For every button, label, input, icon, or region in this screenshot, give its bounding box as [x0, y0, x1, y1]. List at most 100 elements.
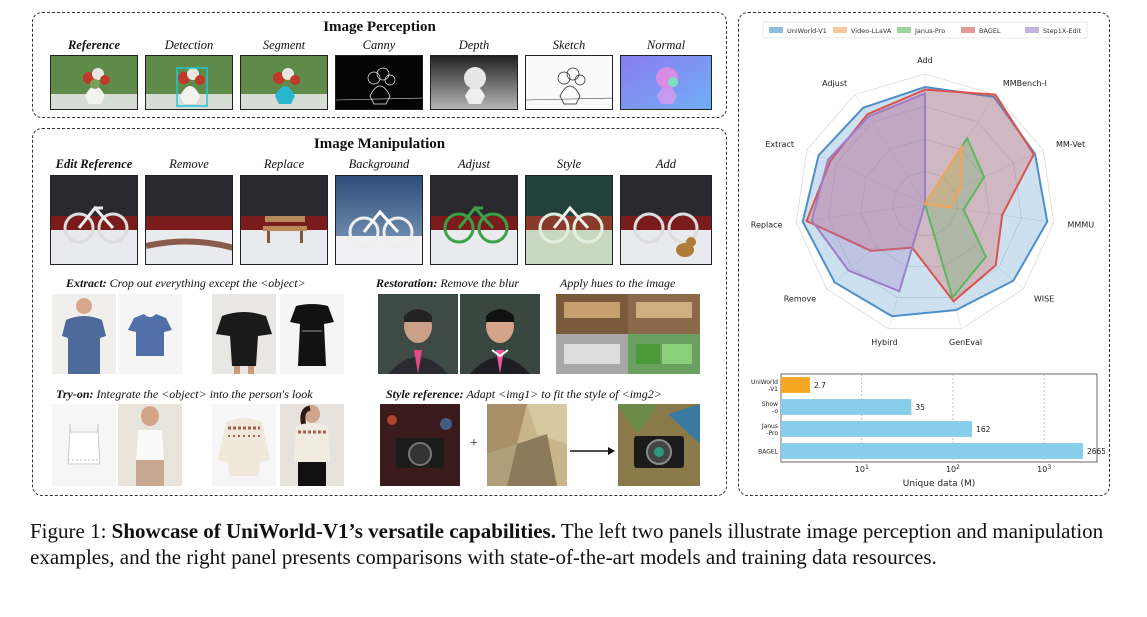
manip-label-adjust: Adjust — [458, 157, 490, 171]
bar-value-label: 2.7 — [814, 381, 826, 390]
restoration-caption-bold: Restoration: — [376, 276, 438, 290]
perception-segment-image — [240, 55, 328, 110]
perception-detection-image — [145, 55, 233, 110]
radar-axis-label: Hybird — [871, 338, 897, 347]
style-cubist-image — [487, 404, 567, 486]
bar-value-label: 2665 — [1087, 447, 1105, 456]
extract-dress-image — [280, 294, 344, 374]
bar-category-label: Show-o — [762, 401, 779, 415]
radar-legend-label: BAGEL — [979, 27, 1001, 35]
bar-value-label: 162 — [976, 425, 991, 434]
radar-legend-label: Step1X-Edit — [1043, 27, 1081, 35]
manip-add-image — [620, 175, 712, 265]
perception-title: Image Perception — [323, 19, 436, 35]
bar-category-label: UniWorld-V1 — [751, 379, 778, 393]
style-reference-caption: Style reference: Adapt <img1> to fit the… — [386, 387, 662, 402]
manipulation-title: Image Manipulation — [313, 136, 446, 152]
restoration-caption: Restoration: Remove the blur — [376, 276, 519, 291]
radar-legend-swatch — [961, 27, 975, 33]
manip-background-image — [335, 175, 423, 265]
perception-label-canny: Canny — [362, 38, 396, 52]
manip-label-replace: Replace — [263, 157, 305, 171]
extract-person2-image — [212, 294, 276, 374]
figure-caption-bold: Showcase of UniWorld-V1’s versatile capa… — [111, 519, 556, 543]
bar-uniworld-v1 — [781, 377, 810, 393]
radar-grid-spoke — [806, 149, 926, 205]
style-plus-sign: + — [470, 436, 478, 451]
radar-series-video-llava — [923, 143, 963, 209]
perception-label-reference: Reference — [67, 38, 121, 52]
radar-grid-spoke — [796, 203, 926, 223]
tryon-top-image — [52, 404, 116, 486]
hues-caption: Apply hues to the image — [560, 276, 675, 291]
bar-xlabel: Unique data (M) — [903, 479, 976, 489]
radar-series-step1x-edit — [810, 92, 926, 293]
hues-caption-text: Apply hues to the image — [560, 276, 676, 290]
bar-tick-label: 103 — [1037, 464, 1051, 474]
perception-normal-image — [620, 55, 712, 110]
manip-replace-image — [240, 175, 328, 265]
bar-janus-pro — [781, 421, 973, 437]
manip-adjust-image — [430, 175, 518, 265]
perception-sketch-image — [525, 55, 613, 110]
radar-legend-swatch — [1025, 27, 1039, 33]
perception-label-depth: Depth — [458, 38, 490, 52]
radar-axis-label: Adjust — [822, 79, 847, 88]
radar-axis-label: GenEval — [949, 338, 982, 347]
figure-caption: Figure 1: Showcase of UniWorld-V1’s vers… — [30, 518, 1120, 570]
manipulation-panel: Image Manipulation — [32, 128, 727, 496]
style-reference-caption-text: Adapt <img1> to fit the style of <img2> — [466, 387, 662, 401]
radar-grid-spoke — [826, 203, 926, 290]
perception-label-normal: Normal — [646, 38, 686, 52]
radar-legend-label: Video-LLaVA — [851, 27, 892, 35]
hues-grid-image — [556, 294, 700, 374]
comparison-panel — [738, 12, 1110, 496]
perception-label-segment: Segment — [262, 38, 306, 52]
manip-edit-reference-image — [50, 175, 138, 265]
restoration-caption-text: Remove the blur — [440, 276, 519, 290]
radar-legend-swatch — [769, 27, 783, 33]
radar-axis-label: MMBench-I — [1003, 79, 1047, 88]
bar-tick-label: 102 — [946, 464, 960, 474]
perception-label-sketch: Sketch — [552, 38, 586, 52]
tryon-person2-image — [280, 404, 344, 486]
tryon-caption-bold: Try-on: — [56, 387, 94, 401]
radar-grid-ring — [892, 171, 958, 236]
tryon-caption: Try-on: Integrate the <object> into the … — [56, 387, 313, 402]
perception-panel: Image Perception — [32, 12, 727, 118]
extract-person-image — [52, 294, 116, 374]
tryon-sweater-image — [212, 404, 276, 486]
radar-grid-ring — [796, 73, 1054, 330]
radar-grid-ring — [828, 106, 1022, 298]
radar-grid-spoke — [854, 94, 926, 205]
bar-show-o — [781, 399, 912, 415]
radar-legend-label: Janus-Pro — [914, 27, 945, 35]
bar-bagel — [781, 443, 1083, 459]
perception-label-detection: Detection — [164, 38, 214, 52]
radar-grid-spoke — [924, 203, 1024, 290]
style-arrow-icon — [570, 443, 616, 455]
manip-label-add: Add — [655, 157, 677, 171]
extract-caption-text: Crop out everything except the <object> — [109, 276, 306, 290]
manip-label-edit-reference: Edit Reference — [55, 157, 133, 171]
radar-axis-label: MM-Vet — [1056, 140, 1085, 149]
tryon-person-image — [118, 404, 182, 486]
bar-tick-label: 101 — [855, 464, 869, 474]
radar-axis-label: WISE — [1034, 294, 1054, 303]
restoration-blurred-image — [378, 294, 458, 374]
style-reference-caption-bold: Style reference: — [386, 387, 464, 401]
style-camera-image — [380, 404, 460, 486]
radar-series-janus-pro — [923, 136, 988, 300]
radar-axis-label: Add — [917, 56, 933, 65]
radar-series-bagel — [805, 88, 1035, 303]
bar-category-label: Janus-Pro — [761, 423, 779, 437]
bar-category-label: BAGEL — [758, 449, 779, 456]
extract-caption-bold: Extract: — [66, 276, 107, 290]
radar-axis-label: Extract — [765, 140, 794, 149]
bar-value-label: 35 — [915, 403, 925, 412]
radar-legend-swatch — [833, 27, 847, 33]
perception-canny-image — [335, 55, 423, 110]
manip-label-style: Style — [556, 157, 582, 171]
figure-caption-prefix: Figure 1: — [30, 519, 112, 543]
radar-axis-label: Replace — [751, 220, 783, 229]
